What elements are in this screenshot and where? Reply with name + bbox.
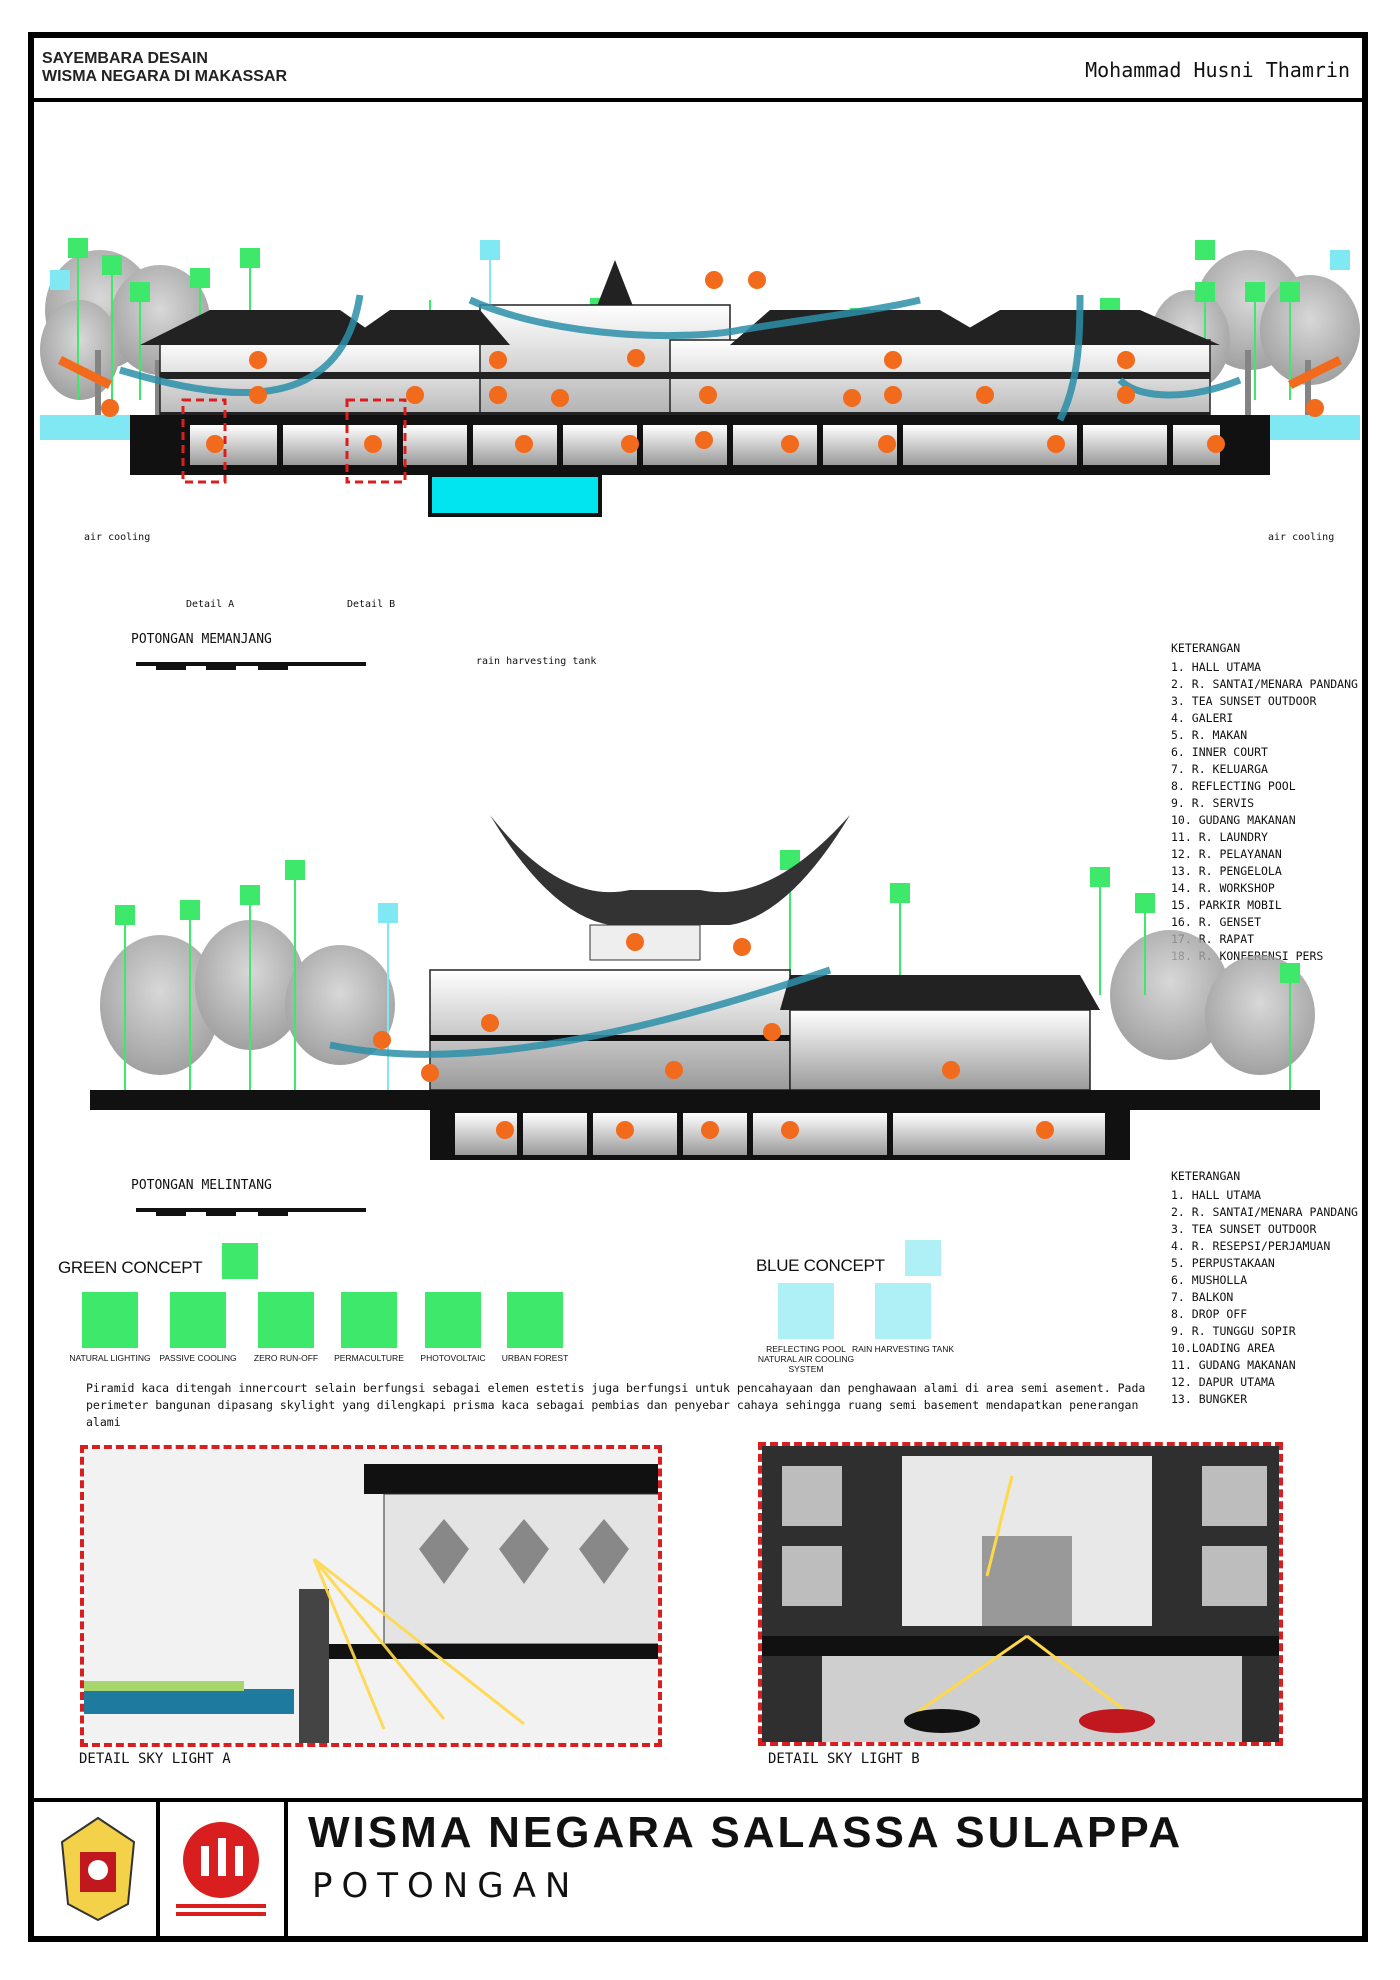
detail-b-caption: DETAIL SKY LIGHT B	[768, 1751, 920, 1767]
detail-a-label: Detail A	[186, 599, 235, 610]
project-title: WISMA NEGARA SALASSA SULAPPA	[308, 1808, 1184, 1857]
hall-roof	[780, 975, 1100, 1010]
zero-run-off-icon	[258, 1292, 314, 1348]
longitudinal-section-drawing	[40, 238, 1360, 517]
rain-tank	[428, 473, 602, 517]
ground-slab	[90, 1090, 1320, 1110]
legend-cross-item: 9. R. TUNGGU SOPIR	[1171, 1324, 1296, 1338]
toraja-roof	[490, 815, 850, 925]
footer-divider	[34, 1800, 1368, 1802]
green-concept-label: NATURAL LIGHTING	[69, 1353, 151, 1363]
legend-long-item: 14. R. WORKSHOP	[1171, 881, 1275, 895]
legend-long-item: 9. R. SERVIS	[1171, 796, 1255, 810]
detail-a-marker	[181, 398, 227, 484]
green-concept-title: GREEN CONCEPT	[58, 1258, 203, 1277]
blue-concept-markers	[50, 240, 1350, 290]
long-section-scale-bar	[136, 662, 366, 670]
detail-sky-light-a-view	[80, 1445, 662, 1747]
cross-section-legend: KETERANGAN 1. HALL UTAMA 2. R. SANTAI/MEN…	[1171, 1168, 1358, 1408]
passive-cooling-icon	[170, 1292, 226, 1348]
legend-cross-item: 8. DROP OFF	[1171, 1307, 1248, 1321]
legend-cross-item: 4. R. RESEPSI/PERJAMUAN	[1171, 1239, 1331, 1253]
competition-line-2: WISMA NEGARA DI MAKASSAR	[42, 68, 288, 85]
competition-title: SAYEMBARA DESAIN WISMA NEGARA DI MAKASSA…	[42, 50, 287, 86]
legend-cross-item: 1. HALL UTAMA	[1171, 1188, 1262, 1202]
legend-long-item: 13. R. PENGELOLA	[1171, 864, 1282, 878]
cross-basement-rooms	[455, 1113, 1105, 1155]
legend-cross-item: 2. R. SANTAI/MENARA PANDANG	[1171, 1205, 1358, 1219]
photovoltaic-icon	[425, 1292, 481, 1348]
rain-tank-label: rain harvesting tank	[476, 656, 597, 667]
cross-room-markers	[373, 933, 1054, 1139]
sheet-frame	[28, 32, 1368, 1942]
legend-long-item: 16. R. GENSET	[1171, 915, 1262, 929]
footer-logo-divider-2	[284, 1800, 288, 1938]
air-cooling-label-left: air cooling	[84, 532, 151, 543]
green-concept-label: URBAN FOREST	[501, 1353, 569, 1363]
cross-section-scale-bar	[136, 1208, 366, 1216]
legend-long-item: 12. R. PELAYANAN	[1171, 847, 1282, 861]
green-concept-label: PASSIVE COOLING	[159, 1353, 237, 1363]
natural-lighting-icon	[82, 1292, 138, 1348]
legend-long-item: 5. R. MAKAN	[1171, 728, 1248, 742]
long-section-title: POTONGAN MEMANJANG	[131, 632, 272, 647]
green-concept-label: PHOTOVOLTAIC	[420, 1353, 486, 1363]
cross-airflow-arrow	[329, 966, 832, 1058]
sun-rays	[57, 355, 1343, 390]
legend-cross-item: 13. BUNGKER	[1171, 1392, 1248, 1406]
blue-concept-label: RAIN HARVESTING TANK	[851, 1344, 955, 1354]
water-drop-icon	[905, 1240, 941, 1276]
detail-a-caption: DETAIL SKY LIGHT A	[79, 1751, 231, 1767]
legend-long-item: 4. GALERI	[1171, 711, 1234, 725]
detail-b-label: Detail B	[347, 599, 396, 610]
reflecting-pool-icon	[778, 1283, 834, 1339]
legend-long-item: 1. HALL UTAMA	[1171, 660, 1262, 674]
legend-cross-item: 10.LOADING AREA	[1171, 1341, 1275, 1355]
air-cooling-label-right: air cooling	[1268, 532, 1335, 543]
legend-long-item: 8. REFLECTING POOL	[1171, 779, 1296, 793]
legend-long-item: 10. GUDANG MAKANAN	[1171, 813, 1296, 827]
sheet-subtitle: POTONGAN	[312, 1866, 580, 1906]
competition-line-1: SAYEMBARA DESAIN	[42, 50, 208, 67]
author-name: Mohammad Husni Thamrin	[1085, 58, 1350, 82]
legend-long-item: 7. R. KELUARGA	[1171, 762, 1268, 776]
concept-description: Piramid kaca ditengah innercourt selain …	[86, 1381, 1146, 1429]
legend-cross-item: 5. PERPUSTAKAAN	[1171, 1256, 1275, 1270]
urban-forest-icon	[507, 1292, 563, 1348]
legend-long-item: 6. INNER COURT	[1171, 745, 1268, 759]
green-concept-badge-icon	[222, 1243, 258, 1279]
legend-cross-title: KETERANGAN	[1171, 1169, 1241, 1183]
green-concept-label: PERMACULTURE	[334, 1353, 404, 1363]
detail-b-marker	[345, 398, 407, 484]
footer-logo-divider-1	[156, 1800, 160, 1938]
cross-section-title: POTONGAN MELINTANG	[131, 1178, 272, 1193]
blue-concept-title: BLUE CONCEPT	[756, 1256, 885, 1275]
government-emblem-logo	[50, 1812, 146, 1924]
cross-trees	[100, 920, 1315, 1075]
legend-long-item: 3. TEA SUNSET OUTDOOR	[1171, 694, 1317, 708]
air-cooling-pool-left	[40, 415, 130, 440]
legend-long-item: 11. R. LAUNDRY	[1171, 830, 1268, 844]
cross-section-drawing	[90, 815, 1320, 1160]
air-cooling-pool-right	[1270, 415, 1360, 440]
legend-cross-item: 6. MUSHOLLA	[1171, 1273, 1248, 1287]
legend-long-item: 15. PARKIR MOBIL	[1171, 898, 1282, 912]
iai-association-logo	[166, 1816, 276, 1924]
green-concept-markers	[68, 238, 1300, 328]
room-markers	[101, 271, 1324, 453]
rain-harvesting-tank-icon	[875, 1283, 931, 1339]
legend-long-item: 2. R. SANTAI/MENARA PANDANG	[1171, 677, 1358, 691]
green-concept-label: ZERO RUN-OFF	[253, 1353, 319, 1363]
permaculture-icon	[341, 1292, 397, 1348]
legend-cross-item: 7. BALKON	[1171, 1290, 1234, 1304]
legend-cross-item: 3. TEA SUNSET OUTDOOR	[1171, 1222, 1317, 1236]
legend-cross-item: 12. DAPUR UTAMA	[1171, 1375, 1275, 1389]
blue-concept-label: REFLECTING POOL NATURAL AIR COOLING SYST…	[757, 1344, 855, 1374]
detail-sky-light-b-view	[758, 1442, 1283, 1746]
legend-long-title: KETERANGAN	[1171, 641, 1241, 655]
airflow-arrows	[118, 294, 1242, 422]
legend-cross-item: 11. GUDANG MAKANAN	[1171, 1358, 1296, 1372]
